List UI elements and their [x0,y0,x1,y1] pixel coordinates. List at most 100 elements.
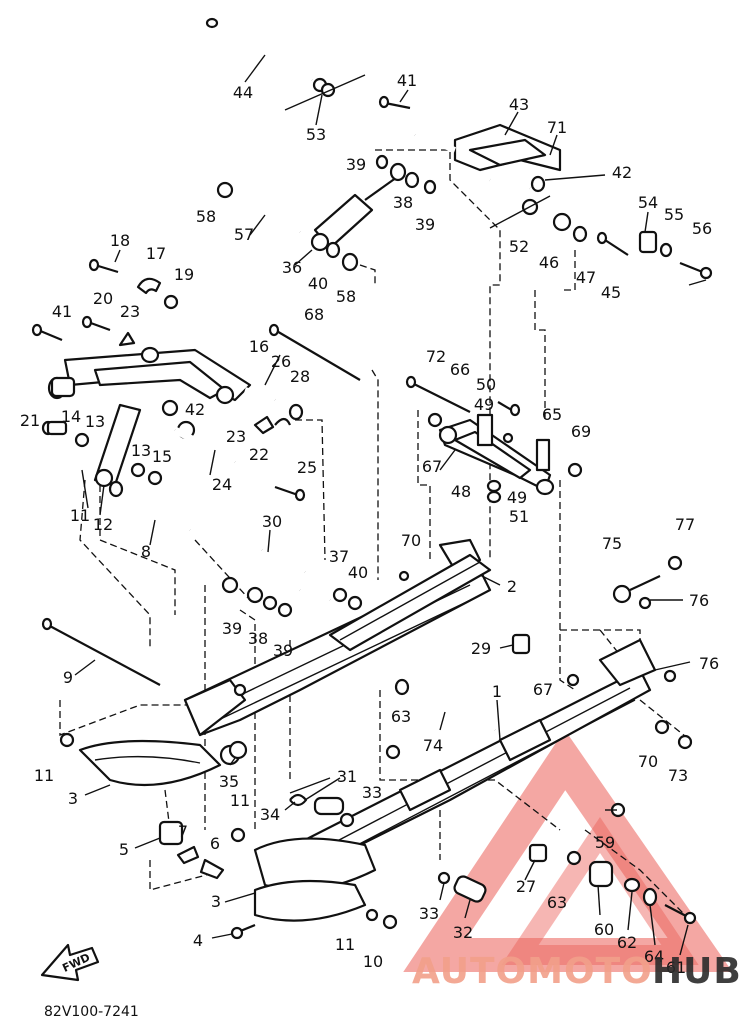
callout-label: 68 [304,305,324,324]
callout-label: 3 [211,892,221,911]
callout-label: 23 [120,302,140,321]
callout-label: 69 [571,422,591,441]
watermark-triangle-small [501,816,699,965]
shaft-44 [205,17,314,83]
collars-21-14-42 [41,376,196,448]
front-arm-assembly [31,258,363,618]
callout-label: 14 [61,407,81,426]
callout-label: 41 [397,71,417,90]
long-bolt-68 [268,323,361,381]
callout-label: 76 [699,654,719,673]
callout-label: 3 [68,789,78,808]
watermark-word-light: AUTOMOTO [412,951,653,992]
callout-label: 11 [70,506,90,525]
callout-label: 39 [346,155,366,174]
callout-label: 29 [471,639,491,658]
watermark-wordmark: AUTOMOTO HUB [412,951,741,992]
bolt-75-77-76 [612,555,683,683]
bolt-41-top [378,95,411,110]
callout-label: 45 [601,283,621,302]
shaft-8 [108,480,193,534]
callout-label: 18 [110,231,130,250]
bottom-small-parts [41,617,697,940]
callout-label: 58 [336,287,356,306]
frame-16 [63,346,276,405]
collar-53 [284,74,366,111]
callout-label: 63 [391,707,411,726]
callout-label: 64 [644,947,664,966]
watermark-triangle-large [403,729,733,972]
arm-12-shaft-24 [93,403,237,488]
collars-46-47-52 [489,195,629,256]
callout-label: 16 [249,337,269,356]
callout-label: 66 [450,360,470,379]
callout-label: 67 [422,457,442,476]
callout-label: 48 [451,482,471,501]
callout-label: 32 [453,923,473,942]
watermark-logo [403,729,733,972]
callout-label: 73 [668,766,688,785]
callout-labels: 44 53 41 43 71 39 38 39 42 58 57 36 40 5… [20,71,719,977]
callout-label: 25 [297,458,317,477]
callout-label: 38 [248,629,268,648]
callout-label: 19 [174,265,194,284]
callout-label: 50 [476,375,496,394]
callout-label: 59 [595,833,615,852]
callout-label: 60 [594,920,614,939]
callout-label: 62 [617,933,637,952]
block-54-55-56 [638,230,713,280]
callout-label: 72 [426,347,446,366]
callout-label: 6 [210,834,220,853]
callout-label: 57 [234,225,254,244]
callout-label: 49 [507,488,527,507]
callout-label: 33 [419,904,439,923]
callout-label: 56 [692,219,712,238]
callout-label: 7 [178,822,188,841]
callout-label: 46 [539,253,559,272]
shock-absorber-36 [310,154,437,272]
callout-label: 54 [638,193,658,212]
bracket-43 [413,123,562,193]
callout-label: 2 [507,577,517,596]
callout-label: 53 [306,125,326,144]
callout-label: 28 [290,367,310,386]
callout-label: 71 [547,118,567,137]
callout-label: 1 [492,682,502,701]
callout-label: 75 [602,534,622,553]
callout-label: 55 [664,205,684,224]
callout-label: 22 [249,445,269,464]
callout-label: 39 [222,619,242,638]
rear-arm-assembly [394,375,683,735]
callout-label: 58 [196,207,216,226]
callout-label: 20 [93,289,113,308]
callout-label: 49 [474,395,494,414]
callout-label: 30 [262,512,282,531]
callout-label: 38 [393,193,413,212]
callout-label: 11 [34,766,54,785]
callout-label: 44 [233,83,253,102]
callout-label: 36 [282,258,302,277]
callout-label: 43 [509,95,529,114]
callout-label: 42 [612,163,632,182]
callout-label: 12 [93,515,113,534]
callout-label: 65 [542,405,562,424]
drawing-code: 82V100-7241 [44,1004,139,1020]
callout-label: 77 [675,515,695,534]
forward-arrow-icon: FWD [40,943,100,982]
callout-label: 39 [415,215,435,234]
callout-label: 74 [423,736,443,755]
callout-label: 67 [533,680,553,699]
callout-label: 33 [362,783,382,802]
callout-label: 42 [185,400,205,419]
callout-label: 10 [363,952,383,971]
callout-label: 27 [516,877,536,896]
callout-label: 41 [52,302,72,321]
callout-label: 24 [212,475,232,494]
callout-label: 39 [273,641,293,660]
rear-upper-shaft-assembly [205,17,713,280]
small-parts-49-50-51-69 [486,401,583,504]
callout-label: 4 [193,931,203,950]
callout-label: 40 [348,563,368,582]
callout-label: 70 [401,531,421,550]
bolt-72 [405,375,471,413]
